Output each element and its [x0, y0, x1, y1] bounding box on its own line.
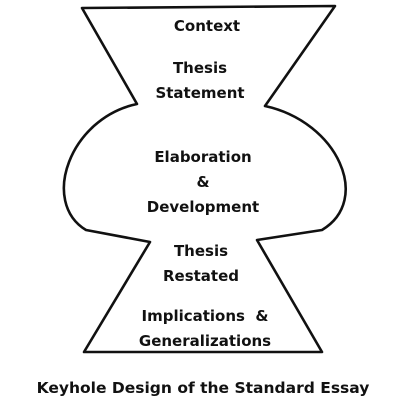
diagram-caption: Keyhole Design of the Standard Essay — [37, 379, 370, 397]
keyhole-outline — [62, 4, 347, 354]
generalizations-label: Generalizations — [139, 332, 271, 350]
context-label: Context — [174, 17, 240, 35]
thesis-restated-label-line2: Restated — [163, 267, 239, 285]
development-label: Development — [147, 198, 259, 216]
thesis-restated-label-line1: Thesis — [174, 242, 228, 260]
implications-label: Implications & — [142, 307, 269, 325]
thesis-statement-label-line2: Statement — [155, 84, 244, 102]
thesis-statement-label-line1: Thesis — [173, 59, 227, 77]
ampersand-label: & — [196, 173, 209, 191]
elaboration-label: Elaboration — [154, 148, 251, 166]
